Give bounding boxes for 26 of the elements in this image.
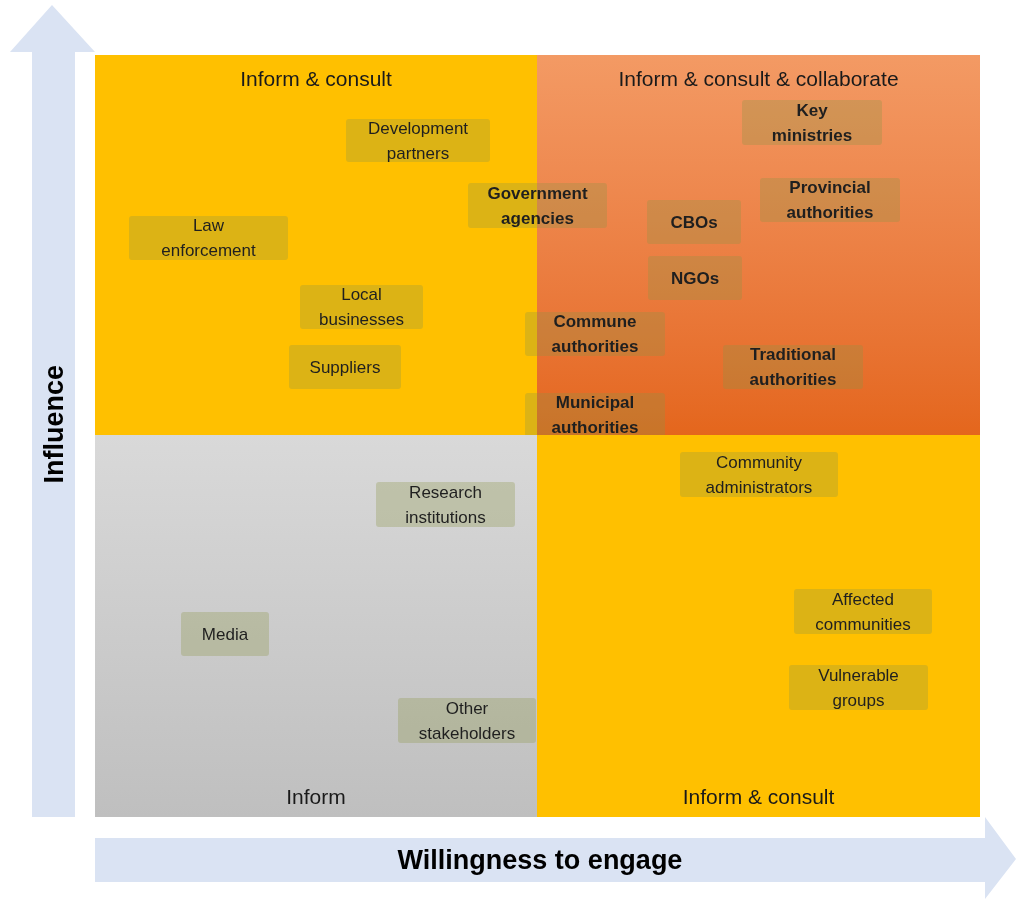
stakeholder-box: Key ministries	[742, 100, 882, 145]
stakeholder-box: Traditional authorities	[723, 345, 863, 389]
quadrant-panel	[537, 435, 980, 817]
quadrant-heading: Inform & consult	[681, 783, 836, 810]
stakeholder-box: Suppliers	[289, 345, 401, 389]
quadrant-heading: Inform & consult	[239, 66, 393, 92]
stakeholder-box: Government agencies	[468, 183, 607, 228]
stakeholder-box: Affected communities	[794, 589, 932, 634]
stakeholder-box: Law enforcement	[129, 216, 288, 260]
stakeholder-box: Research institutions	[376, 482, 515, 527]
stakeholder-box: Local businesses	[300, 285, 423, 329]
stakeholder-box: Municipal authorities	[525, 393, 665, 437]
quadrant-heading: Inform	[285, 783, 347, 810]
quadrant-panel	[95, 435, 537, 817]
stakeholder-box: Commune authorities	[525, 312, 665, 356]
stakeholder-box: Vulnerable groups	[789, 665, 928, 710]
stakeholder-box: CBOs	[647, 200, 741, 244]
stakeholder-box: Community administrators	[680, 452, 838, 497]
stakeholder-box: Development partners	[346, 119, 490, 162]
axis-label: Willingness to engage	[397, 843, 683, 877]
axis-label: Influence	[37, 364, 70, 484]
stakeholder-box: Media	[181, 612, 269, 656]
quadrant-heading: Inform & consult & collaborate	[617, 66, 900, 92]
stakeholder-box: NGOs	[648, 256, 742, 300]
stakeholder-box: Provincial authorities	[760, 178, 900, 222]
stakeholder-box: Other stakeholders	[398, 698, 536, 743]
